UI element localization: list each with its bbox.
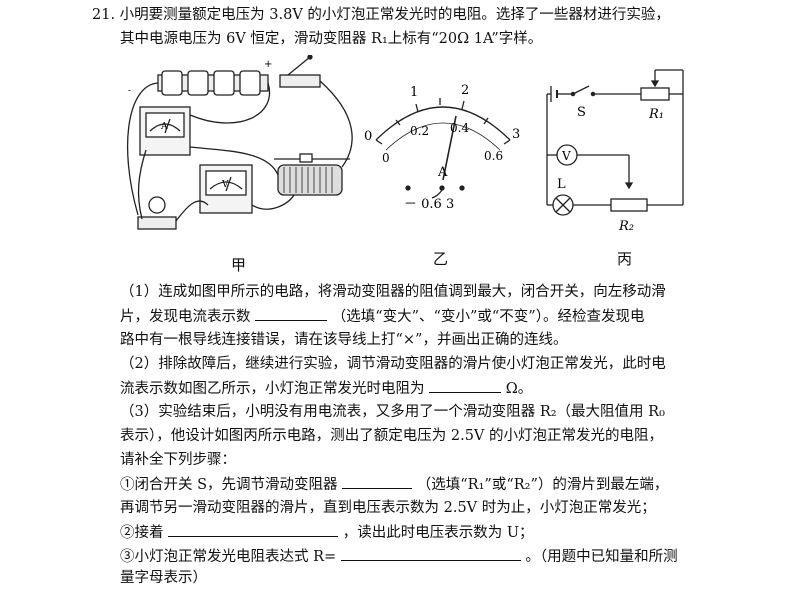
step2-text-b: ，读出此时电压表示数为 U；: [342, 525, 534, 541]
dial-top-3: 3: [512, 127, 520, 142]
figure-yi-caption: 乙: [433, 250, 449, 268]
step1-text-b: （选填“R₁”或“R₂”）的滑片到最左端，: [416, 477, 669, 493]
answer-blank-4[interactable]: [168, 522, 339, 537]
svg-text:A: A: [160, 122, 168, 132]
step3-line: ③小灯泡正常发光电阻表达式 R= 。（用题中已知量和所测: [120, 546, 678, 567]
answer-blank-2[interactable]: [429, 378, 502, 393]
part2-text-b: Ω。: [505, 381, 533, 397]
dial-terminals: － 0.6 3: [404, 197, 454, 212]
label-r2: R₂: [618, 219, 634, 234]
step1-line-1: ①闭合开关 S，先调节滑动变阻器 （选填“R₁”或“R₂”）的滑片到最左端，: [120, 474, 668, 495]
part3-line-1: （3）实验结束后，小明没有用电流表，又多用了一个滑动变阻器 R₂（最大阻值用 R…: [120, 404, 665, 420]
svg-text:+: +: [264, 59, 272, 70]
answer-blank-5[interactable]: [340, 546, 521, 561]
step2-text-a: ②接着: [120, 525, 164, 541]
figure-bing-schematic: S R₁ V L R₂: [546, 69, 684, 234]
label-l: L: [557, 177, 566, 192]
figure-bing-caption: 丙: [617, 250, 633, 268]
dial-top-1: 1: [410, 85, 418, 100]
step3-line-2: 量字母表示）: [120, 570, 207, 586]
dial-bot-06: 0.6: [484, 149, 503, 163]
dial-bot-0: 0: [382, 151, 390, 165]
part1-line-1: （1）连成如图甲所示的电路，将滑动变阻器的阻值调到最大，闭合开关，向左移动滑: [120, 284, 666, 300]
label-s: S: [577, 105, 586, 120]
part1-text-a: 片，发现电流表示数: [120, 309, 251, 325]
step3-text-a: ③小灯泡正常发光电阻表达式 R=: [120, 549, 337, 565]
part1-text-b: （选填“变大”、“变小”或“不变”）。经检查发现电: [331, 309, 645, 325]
part3-line-2: 表示），他设计如图丙所示电路，测出了额定电压为 2.5V 的小灯泡正常发光的电阻…: [120, 428, 663, 444]
part2-line-2: 流表示数如图乙所示，小灯泡正常发光时电阻为 Ω。: [120, 378, 532, 399]
part2-text-a: 流表示数如图乙所示，小灯泡正常发光时电阻为: [120, 381, 425, 397]
answer-blank-3[interactable]: [342, 474, 413, 489]
figure-jia-apparatus: - + A V: [127, 55, 353, 230]
svg-text:-: -: [128, 86, 131, 96]
svg-text:V: V: [221, 180, 229, 190]
part2-line-1: （2）排除故障后，继续进行实验，调节滑动变阻器的滑片使小灯泡正常发光，此时电: [120, 356, 666, 372]
answer-blank-1[interactable]: [255, 306, 328, 321]
part1-line-2: 片，发现电流表示数 （选填“变大”、“变小”或“不变”）。经检查发现电: [120, 306, 644, 327]
dial-unit: A: [437, 165, 448, 180]
step2-line: ②接着 ，读出此时电压表示数为 U；: [120, 522, 534, 543]
dial-top-0: 0: [364, 129, 372, 144]
dial-top-2: 2: [461, 83, 469, 98]
figure-jia-caption: 甲: [231, 256, 247, 274]
figure-yi-ammeter: 0 1 2 3 0.2 0.4 0 0.6 A － 0.6 3: [364, 83, 520, 212]
question-line-2: 其中电源电压为 6V 恒定，滑动变阻器 R₁上标有“20Ω 1A”字样。: [120, 31, 543, 47]
part1-line-3: 路中有一根导线连接错误，请在该导线上打“×”，并画出正确的连线。: [120, 332, 568, 348]
question-line-1: 21. 小明要测量额定电压为 3.8V 的小灯泡正常发光时的电阻。选择了一些器材…: [92, 7, 670, 23]
step1-line-2: 再调节另一滑动变阻器的滑片，直到电压表示数为 2.5V 时为止，小灯泡正常发光；: [120, 500, 656, 516]
step1-text-a: ①闭合开关 S，先调节滑动变阻器: [120, 477, 338, 493]
part3-line-3: 请补全下列步骤：: [120, 452, 236, 468]
label-r1: R₁: [648, 107, 664, 122]
label-v: V: [561, 149, 571, 163]
dial-mid-04: 0.4: [450, 121, 469, 135]
step3-text-b: 。（用题中已知量和所测: [525, 549, 678, 565]
dial-mid-02: 0.2: [410, 124, 429, 138]
